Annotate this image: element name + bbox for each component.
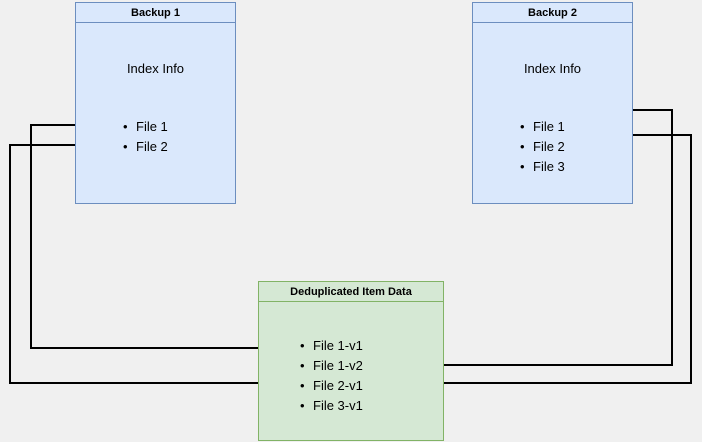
backup2-file-item[interactable]: File 2	[517, 137, 565, 157]
dedup-box[interactable]: Deduplicated Item Data File 1-v1 File 1-…	[258, 281, 444, 441]
backup2-title: Index Info	[523, 61, 582, 76]
backup1-file-item[interactable]: File 2	[120, 137, 168, 157]
backup2-file-list: File 1 File 2 File 3	[517, 117, 565, 177]
backup2-box[interactable]: Backup 2 Index Info File 1 File 2 File 3	[472, 2, 633, 204]
dedup-file-item[interactable]: File 1-v2	[297, 356, 363, 376]
backup2-body: Index Info File 1 File 2 File 3	[473, 23, 632, 203]
backup2-header: Backup 2	[473, 3, 632, 23]
dedup-header: Deduplicated Item Data	[259, 282, 443, 302]
backup1-header: Backup 1	[76, 3, 235, 23]
dedup-body: File 1-v1 File 1-v2 File 2-v1 File 3-v1	[259, 302, 443, 440]
backup2-file-item[interactable]: File 3	[517, 157, 565, 177]
dedup-file-item[interactable]: File 1-v1	[297, 336, 363, 356]
dedup-file-item[interactable]: File 2-v1	[297, 376, 363, 396]
dedup-file-item[interactable]: File 3-v1	[297, 396, 363, 416]
backup1-file-list: File 1 File 2	[120, 117, 168, 157]
backup1-file-item[interactable]: File 1	[120, 117, 168, 137]
backup1-box[interactable]: Backup 1 Index Info File 1 File 2	[75, 2, 236, 204]
dedup-file-list: File 1-v1 File 1-v2 File 2-v1 File 3-v1	[297, 336, 363, 416]
backup2-file-item[interactable]: File 1	[517, 117, 565, 137]
backup1-body: Index Info File 1 File 2	[76, 23, 235, 203]
backup1-title: Index Info	[126, 61, 185, 76]
